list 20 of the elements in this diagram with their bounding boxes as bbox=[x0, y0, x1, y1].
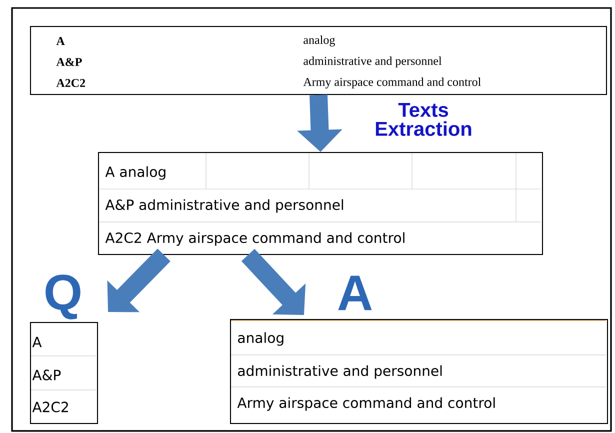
question-text: A bbox=[32, 336, 42, 348]
question-text: A2C2 bbox=[32, 402, 68, 412]
abbreviation: A bbox=[56, 37, 65, 45]
answer-text: administrative and personnel bbox=[238, 365, 442, 379]
answer-text: analog bbox=[238, 332, 284, 346]
table-row-text: A&P administrative and personnel bbox=[105, 199, 344, 213]
definition: Army airspace command and control bbox=[303, 78, 481, 88]
table-row-text: A analog bbox=[105, 166, 166, 180]
definition: analog bbox=[304, 36, 335, 46]
edge-label: Texts Extraction bbox=[376, 103, 472, 136]
definition: administrative and personnel bbox=[304, 56, 442, 68]
answer-text: Army airspace command and control bbox=[237, 397, 495, 411]
abbreviation: A2C2 bbox=[56, 78, 86, 88]
big-letter: A bbox=[338, 276, 372, 310]
abbreviation: A&P bbox=[56, 58, 82, 66]
table-row-text: A2C2 Army airspace command and control bbox=[105, 232, 404, 246]
block-arrow bbox=[107, 248, 170, 312]
question-text: A&P bbox=[32, 370, 61, 380]
big-letter: Q bbox=[46, 274, 80, 320]
block-arrow bbox=[241, 248, 306, 315]
